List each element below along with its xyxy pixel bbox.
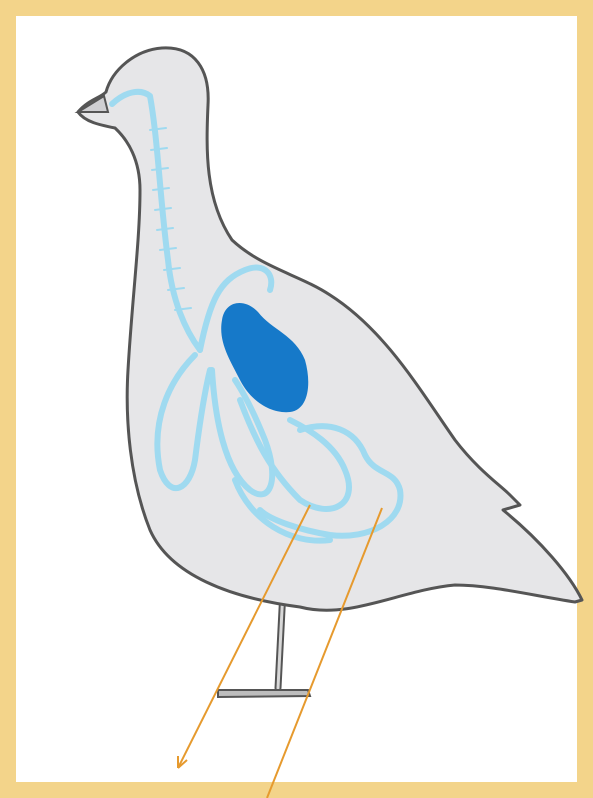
bird-foot [218,690,310,697]
